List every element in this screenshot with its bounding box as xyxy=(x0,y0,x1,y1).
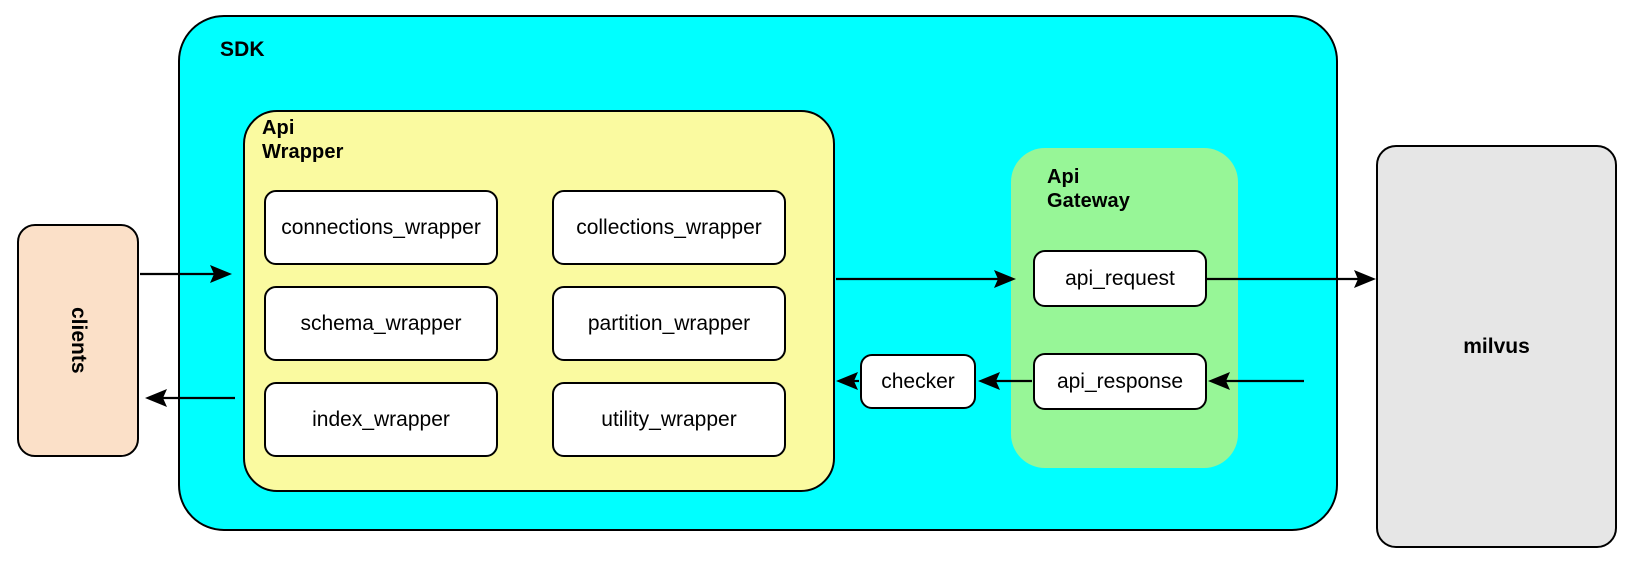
sdk-container-label: SDK xyxy=(220,38,265,61)
milvus-node[interactable]: milvus xyxy=(1376,145,1617,548)
api-wrapper-container-label: Api Wrapper xyxy=(262,117,344,163)
clients-node-label: clients xyxy=(67,307,90,374)
api-gateway-cell-api-response[interactable]: api_response xyxy=(1033,353,1207,410)
api-wrapper-cell-schema-wrapper[interactable]: schema_wrapper xyxy=(264,286,498,361)
api-wrapper-cell-collections-wrapper[interactable]: collections_wrapper xyxy=(552,190,786,265)
api-wrapper-cell-utility-wrapper[interactable]: utility_wrapper xyxy=(552,382,786,457)
api-wrapper-cell-connections-wrapper[interactable]: connections_wrapper xyxy=(264,190,498,265)
api-gateway-container[interactable] xyxy=(1011,148,1238,468)
checker-node[interactable]: checker xyxy=(860,354,976,409)
api-wrapper-cell-partition-wrapper[interactable]: partition_wrapper xyxy=(552,286,786,361)
clients-node[interactable]: clients xyxy=(17,224,139,457)
api-gateway-container-label: Api Gateway xyxy=(1047,166,1130,212)
api-wrapper-cell-index-wrapper[interactable]: index_wrapper xyxy=(264,382,498,457)
api-gateway-cell-api-request[interactable]: api_request xyxy=(1033,250,1207,307)
